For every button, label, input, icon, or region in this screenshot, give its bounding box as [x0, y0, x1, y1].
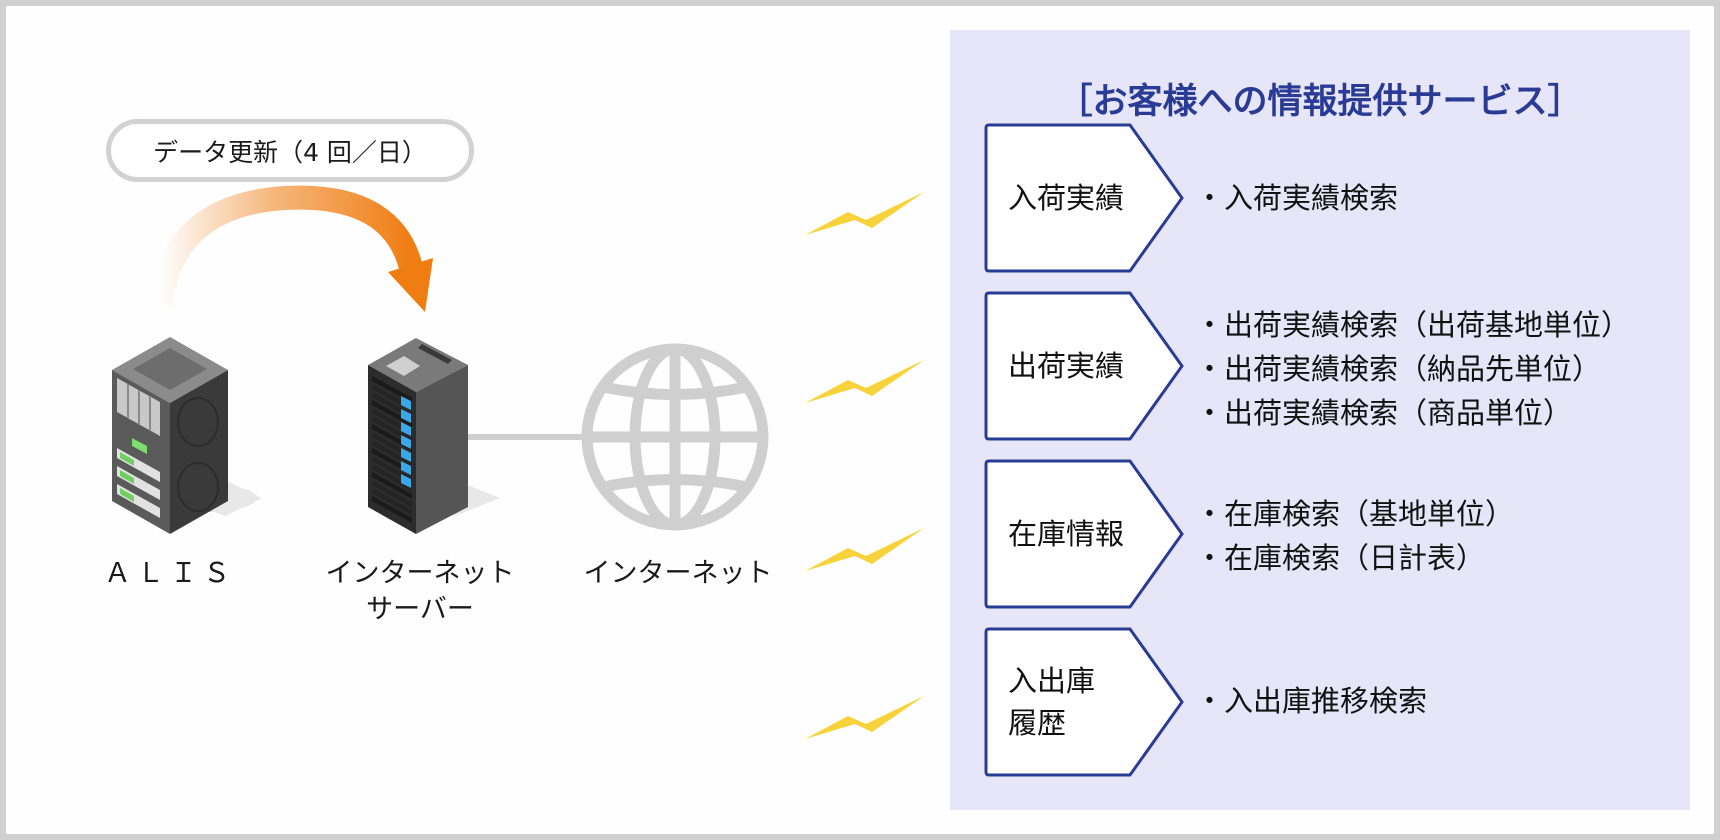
item-list-shipping: 出荷実績検索（出荷基地単位） 出荷実績検索（納品先単位） 出荷実績検索（商品単位…: [1195, 303, 1630, 435]
list-item: 出荷実績検索（納品先単位）: [1195, 347, 1630, 391]
update-arrow-icon: [148, 185, 433, 312]
rack-status-led: [401, 396, 411, 410]
rack-unit: [372, 464, 412, 491]
list-item: 在庫検索（基地単位）: [1195, 492, 1514, 536]
internet-server-label-line1: インターネット: [325, 558, 515, 589]
category-box-history: [984, 627, 1184, 777]
rack-unit: [372, 472, 412, 499]
list-item: 在庫検索（日計表）: [1195, 536, 1514, 580]
internet-server-label: インターネット サーバー: [300, 556, 540, 628]
rack-unit: [372, 496, 412, 523]
category-label-shipping: 出荷実績: [1008, 349, 1125, 383]
alis-server-icon: [112, 337, 228, 534]
rack-status-led: [401, 409, 411, 423]
list-item: 入荷実績検索: [1195, 176, 1398, 220]
data-update-badge: データ更新（4 回／日）: [106, 119, 474, 182]
category-label-history-line2: 履歴: [1008, 706, 1067, 740]
rack-status-led: [401, 474, 411, 488]
rack-unit: [372, 480, 412, 507]
category-box-inventory: [984, 459, 1184, 609]
list-item: 入出庫推移検索: [1195, 679, 1427, 723]
category-label-inventory: 在庫情報: [1008, 517, 1125, 551]
rack-status-led: [401, 461, 411, 475]
rack-unit: [372, 400, 412, 427]
alis-label: ＡＬＩＳ: [104, 558, 236, 589]
rack-status-led: [401, 448, 411, 462]
rack-status-led: [401, 435, 411, 449]
internet-label: インターネット: [583, 558, 773, 589]
category-label-arrival: 入荷実績: [1008, 181, 1125, 215]
rack-status-led: [401, 422, 411, 436]
category-box-arrival: [984, 123, 1184, 273]
category-box-shipping: [984, 291, 1184, 441]
rack-unit: [372, 488, 412, 515]
lightning-icon: [805, 192, 924, 739]
globe-icon: [581, 343, 769, 531]
rack-unit: [372, 376, 412, 403]
item-list-history: 入出庫推移検索: [1195, 679, 1427, 723]
item-list-inventory: 在庫検索（基地単位） 在庫検索（日計表）: [1195, 492, 1514, 580]
category-label-history-line1: 入出庫: [1008, 664, 1096, 698]
list-item: 出荷実績検索（出荷基地単位）: [1195, 303, 1630, 347]
rack-unit: [372, 440, 412, 467]
item-list-arrival: 入荷実績検索: [1195, 176, 1398, 220]
category-label-history: 入出庫 履歴: [1008, 660, 1095, 744]
server-rack-rows: [372, 376, 412, 523]
panel-title: ［お客様への情報提供サービス］: [1057, 82, 1583, 122]
internet-server-label-line2: サーバー: [366, 594, 474, 625]
list-item: 出荷実績検索（商品単位）: [1195, 391, 1630, 435]
